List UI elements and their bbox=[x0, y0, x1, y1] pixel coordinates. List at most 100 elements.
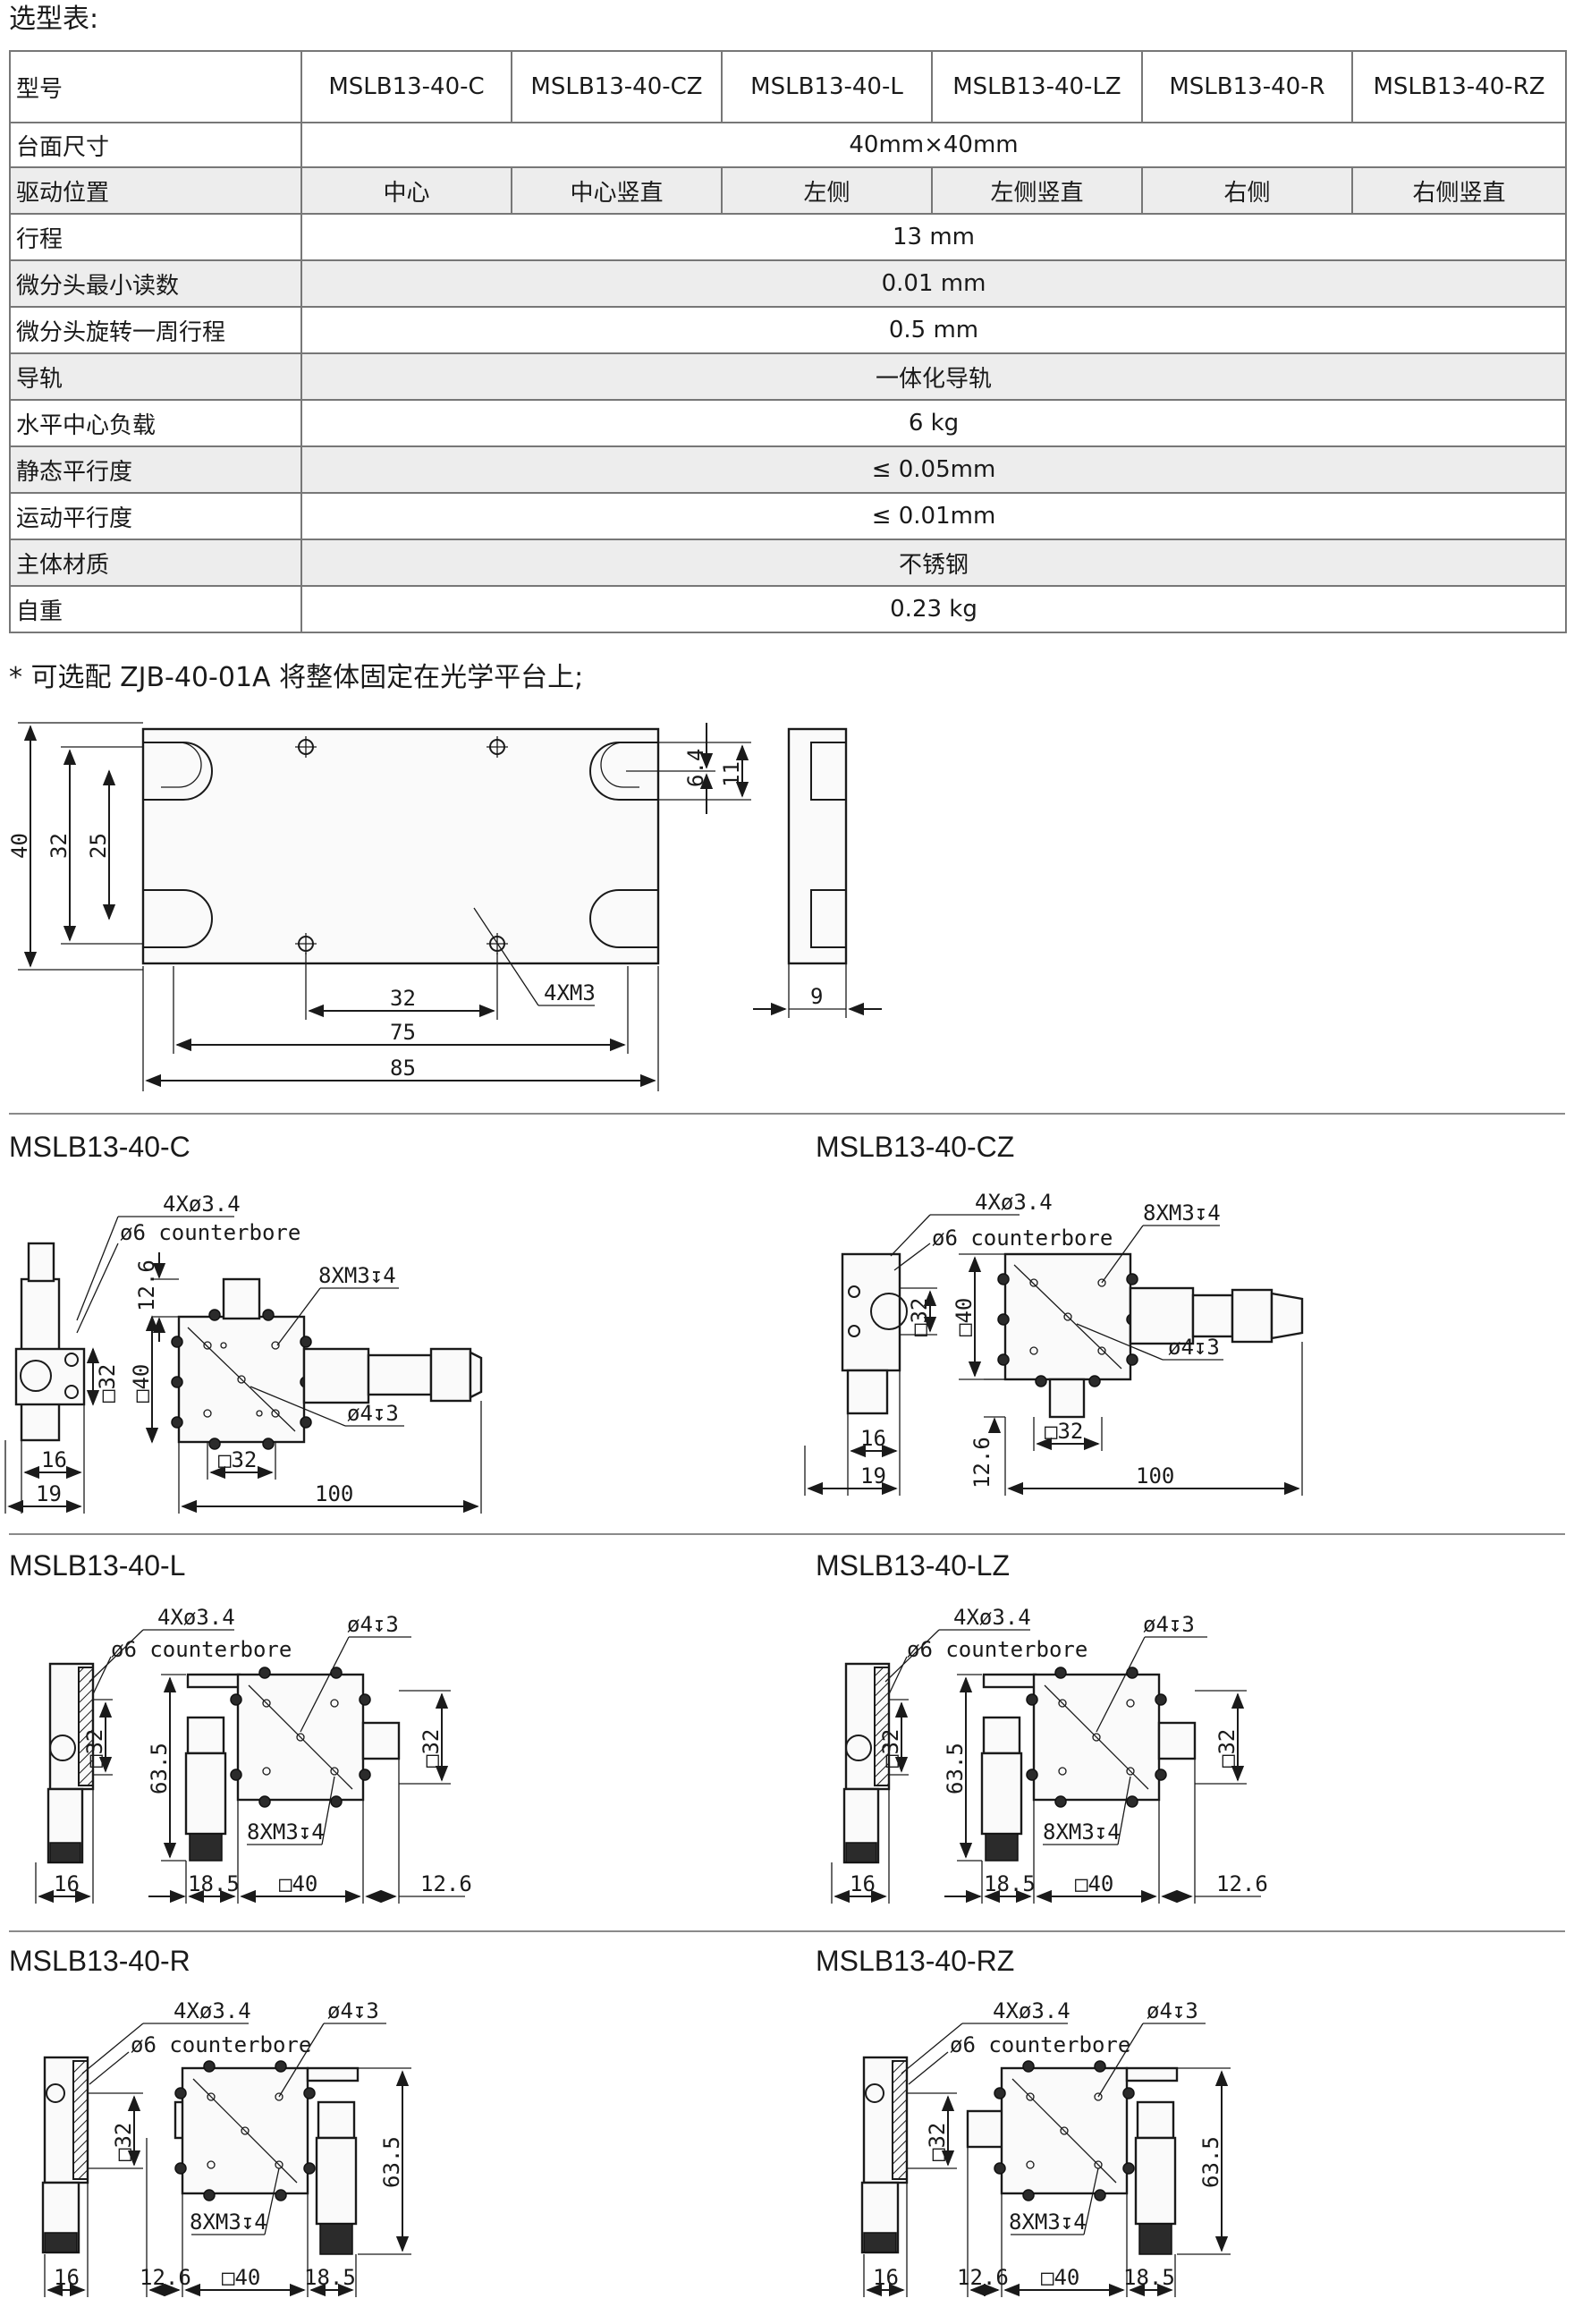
adjust-knob bbox=[845, 1735, 872, 1761]
sq40: □40 bbox=[222, 2265, 260, 2290]
mounting-hole bbox=[295, 736, 317, 758]
side-pin bbox=[361, 1721, 401, 1760]
adjust-knob bbox=[20, 1360, 52, 1392]
row-label: 台面尺寸 bbox=[9, 122, 302, 168]
dim-12-6: 12.6 bbox=[134, 1260, 159, 1311]
dim-16: 16 bbox=[850, 1871, 876, 1896]
stage-bolts bbox=[230, 1667, 371, 1808]
u-slot bbox=[143, 889, 213, 948]
stage-lip bbox=[1125, 2066, 1179, 2082]
holes-label: 4Xø3.4 bbox=[975, 1190, 1053, 1215]
accessory-note: * 可选配 ZJB-40-01A 将整体固定在光学平台上; bbox=[9, 662, 584, 693]
value-cell: 6 kg bbox=[300, 399, 1567, 447]
dim-12-6: 12.6 bbox=[957, 2265, 1009, 2290]
table-row: 驱动位置中心中心竖直左侧左侧竖直右侧右侧竖直 bbox=[9, 166, 1567, 215]
sq32-left: □32 bbox=[907, 1298, 932, 1336]
dim-6-4: 6.4 bbox=[683, 749, 708, 787]
bracket-top bbox=[27, 1242, 55, 1283]
holes-label: 4Xø3.4 bbox=[993, 1998, 1070, 2023]
drive-block bbox=[186, 1716, 225, 1755]
dim-32: 32 bbox=[47, 833, 72, 859]
dim-18-5: 18.5 bbox=[1123, 2265, 1175, 2290]
value-cell: ≤ 0.01mm bbox=[300, 492, 1567, 540]
drawing-rz: □32 63.5 16 12.6 □40 18.5 4Xø3.4 ø6 coun… bbox=[860, 1998, 1231, 2297]
pin-label: ø4↧3 bbox=[327, 1998, 379, 2023]
bracket-section bbox=[874, 1667, 890, 1786]
sq32-left: □32 bbox=[111, 2123, 136, 2161]
u-slot bbox=[589, 742, 658, 801]
holes-label: 4Xø3.4 bbox=[173, 1998, 251, 2023]
dim-w85: 85 bbox=[390, 1056, 416, 1081]
stage-lip bbox=[306, 2066, 360, 2082]
thread-label: 8XM3↧4 bbox=[1009, 2209, 1087, 2235]
counterbore-label: ø6 counterbore bbox=[932, 1226, 1113, 1251]
drive-block bbox=[982, 1716, 1021, 1755]
stage-holes bbox=[262, 1699, 339, 1776]
dim-w75: 75 bbox=[390, 1020, 416, 1045]
dim-side-9: 9 bbox=[810, 984, 823, 1009]
counterbore-label: ø6 counterbore bbox=[120, 1220, 300, 1245]
dim-16: 16 bbox=[873, 2265, 899, 2290]
adjust-knob bbox=[49, 1735, 76, 1761]
page-heading: 选型表: bbox=[9, 4, 99, 35]
sq40: □40 bbox=[1075, 1871, 1113, 1896]
dim-100: 100 bbox=[315, 1481, 353, 1506]
dim-w32: 32 bbox=[390, 986, 416, 1011]
model-title-c: MSLB13-40-C bbox=[9, 1131, 190, 1163]
section-divider bbox=[9, 1113, 1565, 1115]
thread-label: 8XM3↧4 bbox=[190, 2209, 267, 2235]
adapter-side-view: 9 bbox=[753, 727, 882, 1018]
table-row: 静态平行度≤ 0.05mm bbox=[9, 445, 1567, 494]
counterbore-label: ø6 counterbore bbox=[131, 2032, 311, 2057]
sq40: □40 bbox=[129, 1364, 154, 1403]
model-title-r: MSLB13-40-R bbox=[9, 1945, 190, 1977]
dim-12-6: 12.6 bbox=[140, 2265, 191, 2290]
value-cell: 0.01 mm bbox=[300, 259, 1567, 308]
side-pin bbox=[1157, 1721, 1197, 1760]
micrometer-thimble bbox=[1231, 1288, 1274, 1344]
sq32-right: □32 bbox=[419, 1729, 444, 1768]
dim-18-5: 18.5 bbox=[984, 1871, 1036, 1896]
bracket-section bbox=[72, 2060, 89, 2180]
adjust-knob bbox=[46, 2083, 65, 2103]
row-label: 主体材质 bbox=[9, 539, 302, 587]
sq32-right: □32 bbox=[1214, 1729, 1240, 1768]
thread-label: 8XM3↧4 bbox=[247, 1819, 325, 1845]
drawing-lz: □32 63.5 □32 16 18.5 □40 12.6 4Xø3.4 ø6 … bbox=[831, 1605, 1268, 1904]
sq32-left: □32 bbox=[925, 2123, 950, 2161]
value-cell: 左侧竖直 bbox=[931, 166, 1143, 215]
value-cell: 0.5 mm bbox=[300, 306, 1567, 354]
micrometer-sleeve bbox=[315, 2136, 358, 2226]
value-cell: ≤ 0.05mm bbox=[300, 445, 1567, 494]
micrometer-sleeve bbox=[184, 1751, 227, 1836]
dim-12-6: 12.6 bbox=[969, 1437, 994, 1489]
thread-label: 4XM3 bbox=[544, 980, 596, 1005]
model-name-cell: MSLB13-40-L bbox=[721, 50, 933, 123]
row-label: 驱动位置 bbox=[9, 166, 302, 215]
bracket-foot bbox=[846, 1369, 889, 1415]
dim-16: 16 bbox=[860, 1426, 886, 1451]
dim-63-5: 63.5 bbox=[379, 2136, 404, 2188]
value-cell: 40mm×40mm bbox=[300, 122, 1567, 168]
counterbore-label: ø6 counterbore bbox=[111, 1637, 292, 1662]
value-cell: 一体化导轨 bbox=[300, 352, 1567, 401]
sq32-left: □32 bbox=[95, 1364, 120, 1403]
section-divider bbox=[9, 1533, 1565, 1535]
model-name-cell: MSLB13-40-LZ bbox=[931, 50, 1143, 123]
counterbore-label: ø6 counterbore bbox=[950, 2032, 1130, 2057]
adjust-knob bbox=[870, 1293, 908, 1330]
value-cell: 中心竖直 bbox=[511, 166, 723, 215]
model-title-l: MSLB13-40-L bbox=[9, 1549, 186, 1582]
dim-19: 19 bbox=[860, 1463, 886, 1489]
dim-63-5: 63.5 bbox=[147, 1743, 172, 1794]
row-label: 运动平行度 bbox=[9, 492, 302, 540]
micrometer-sleeve bbox=[1134, 2136, 1177, 2226]
value-cell: 不锈钢 bbox=[300, 539, 1567, 587]
model-name-cell: MSLB13-40-C bbox=[300, 50, 512, 123]
row-label: 型号 bbox=[9, 50, 302, 123]
